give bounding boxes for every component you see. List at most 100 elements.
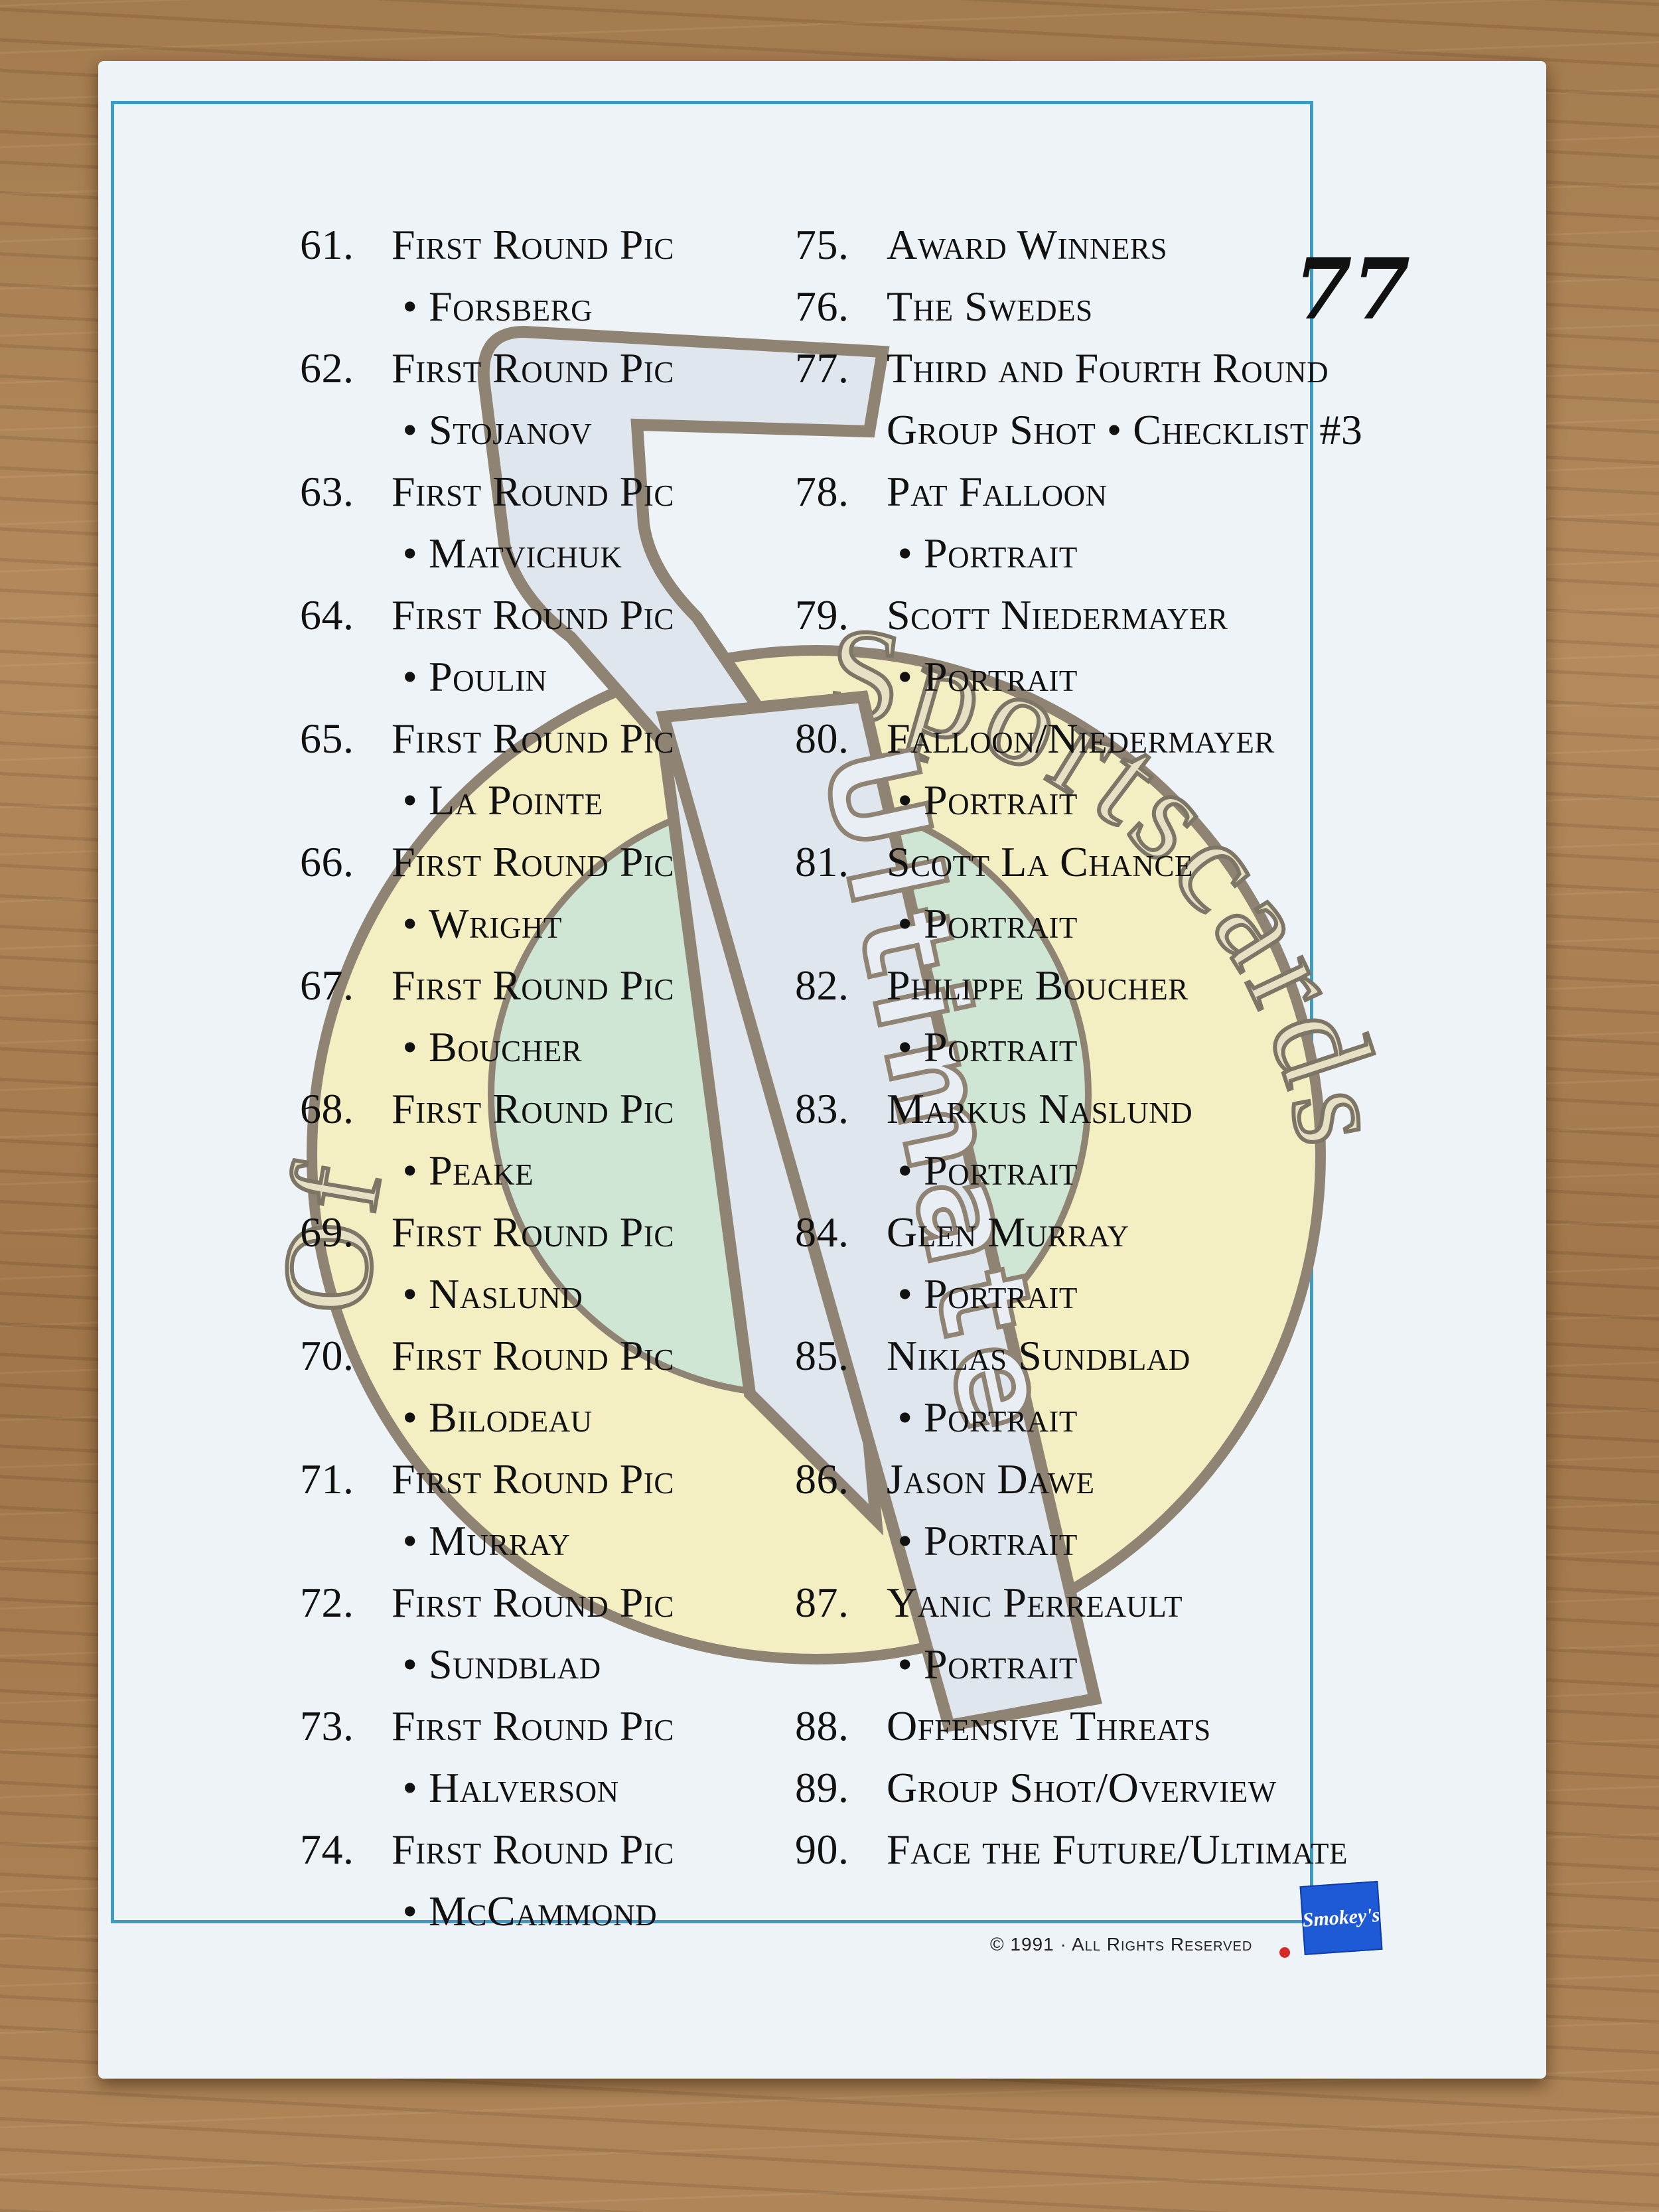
checklist-item-subtitle: •Naslund	[392, 1263, 674, 1325]
checklist-item: 73. First Round Pic•Halverson	[300, 1695, 674, 1818]
checklist-item-sub-text: Portrait	[924, 900, 1078, 947]
checklist-item-body: Award Winners	[887, 214, 1362, 275]
bullet-dot: •	[897, 776, 913, 824]
checklist-item: 69.First Round Pic•Naslund	[300, 1201, 674, 1325]
checklist-item-title: First Round Pic	[392, 1455, 674, 1503]
checklist-item-title: Offensive Threats	[887, 1702, 1211, 1749]
checklist-item-number: 65.	[300, 715, 354, 762]
checklist-item: 87.Yanic Perreault•Portrait	[795, 1572, 1362, 1695]
checklist-item-sub-text: Portrait	[924, 653, 1078, 700]
checklist-item-body: Scott Niedermayer •Portrait	[887, 584, 1362, 707]
card-number: 77	[1294, 240, 1411, 338]
checklist-item: 61. First Round Pic•Forsberg	[300, 214, 674, 337]
checklist-item-sub-text: Portrait	[924, 1394, 1078, 1441]
checklist-item-sub-text: McCammond	[429, 1887, 658, 1935]
checklist-item-number: 64.	[300, 591, 354, 638]
checklist-item-number: 73.	[300, 1702, 354, 1749]
checklist-item-body: First Round Pic •Peake	[392, 1078, 674, 1201]
bullet-dot: •	[402, 283, 418, 330]
checklist-item-title: Award Winners	[887, 221, 1167, 268]
checklist-item-number: 71.	[300, 1455, 354, 1503]
checklist-item-title: The Swedes	[887, 283, 1093, 330]
checklist-item-sub-text: Matvichuk	[429, 530, 622, 577]
checklist-item: 78.Pat Falloon•Portrait	[795, 461, 1362, 584]
checklist-item: 64. First Round Pic •Poulin	[300, 584, 674, 707]
checklist-item-subtitle: •Portrait	[887, 522, 1362, 584]
checklist-item-title: First Round Pic	[392, 962, 674, 1009]
checklist-item-body: Group Shot/Overview	[887, 1757, 1362, 1818]
checklist-item-body: First Round Pic •Stojanov	[392, 337, 674, 461]
bullet-dot: •	[897, 1394, 913, 1441]
checklist-item: 75.Award Winners	[795, 214, 1362, 275]
checklist-item-number: 76.	[795, 283, 849, 330]
checklist-item-subtitle: •Portrait	[887, 1263, 1362, 1325]
checklist-item-title: Yanic Perreault	[887, 1579, 1183, 1626]
checklist-item-subtitle: •Poulin	[392, 646, 674, 707]
checklist-item: 83. Markus Naslund•Portrait	[795, 1078, 1362, 1201]
checklist-item-sub-text: Peake	[429, 1147, 534, 1194]
checklist-item-subtitle: •Portrait	[887, 1633, 1362, 1695]
checklist-item-body: First Round Pic•Forsberg	[392, 214, 674, 337]
checklist-item-body: Pat Falloon•Portrait	[887, 461, 1362, 584]
checklist-item-subtitle: •Portrait	[887, 646, 1362, 707]
checklist-item-sub-text: Portrait	[924, 1023, 1078, 1070]
checklist-item: 63.First Round Pic•Matvichuk	[300, 461, 674, 584]
bullet-dot: •	[402, 900, 418, 947]
checklist-item-sub-text: Portrait	[924, 1270, 1078, 1317]
checklist-item-title: First Round Pic	[392, 1085, 674, 1132]
checklist-item-title: Scott La Chance	[887, 838, 1193, 885]
checklist-item-body: First Round Pic•McCammond	[392, 1818, 674, 1942]
checklist-item: 68. First Round Pic •Peake	[300, 1078, 674, 1201]
checklist-item-subtitle: •McCammond	[392, 1880, 674, 1942]
checklist-item-title: Third and Fourth Round	[887, 344, 1329, 392]
checklist-item-body: Scott La Chance•Portrait	[887, 831, 1362, 954]
checklist-item-body: First Round Pic•Sundblad	[392, 1572, 674, 1695]
checklist-item-subtitle: •Peake	[392, 1140, 674, 1201]
checklist-item-number: 74.	[300, 1826, 354, 1873]
checklist-item-number: 84.	[795, 1209, 849, 1256]
checklist-item-number: 85.	[795, 1332, 849, 1379]
checklist-item-subtitle: •Portrait	[887, 1386, 1362, 1448]
bullet-dot: •	[897, 530, 913, 577]
card-border-frame	[111, 101, 1313, 1923]
checklist-item-number: 68.	[300, 1085, 354, 1132]
checklist-item-sub-text: Portrait	[924, 530, 1078, 577]
checklist-item: 66.First Round Pic•Wright	[300, 831, 674, 954]
checklist-item-number: 61.	[300, 221, 354, 268]
checklist-item-title: Scott Niedermayer	[887, 591, 1228, 638]
checklist-item-body: First Round Pic •Poulin	[392, 584, 674, 707]
checklist-item-number: 83.	[795, 1085, 849, 1132]
copyright-notice: © 1991 · All Rights Reserved	[990, 1934, 1253, 1954]
checklist-item-body: Jason Dawe•Portrait	[887, 1448, 1362, 1572]
checklist-item-number: 66.	[300, 838, 354, 885]
checklist-item-sub-text: Wright	[429, 900, 562, 947]
checklist-item-sub-text: Portrait	[924, 1517, 1078, 1564]
checklist-item-title: First Round Pic	[392, 591, 674, 638]
checklist-item-title: Falloon/Niedermayer	[887, 715, 1275, 762]
checklist-item-body: First Round Pic•La Pointe	[392, 707, 674, 831]
checklist-item-title: First Round Pic	[392, 468, 674, 515]
checklist-item: 89.Group Shot/Overview	[795, 1757, 1362, 1818]
checklist-item-body: First Round Pic•Halverson	[392, 1695, 674, 1818]
checklist-item-title: First Round Pic	[392, 344, 674, 392]
checklist-item-subtitle: •Stojanov	[392, 399, 674, 461]
bullet-dot: •	[897, 1023, 913, 1070]
checklist-item-title: First Round Pic	[392, 1579, 674, 1626]
brand-red-dot	[1279, 1947, 1290, 1958]
checklist-item-sub-text: Boucher	[429, 1023, 583, 1070]
checklist-item-subtitle: •Portrait	[887, 1016, 1362, 1078]
bullet-dot: •	[402, 1641, 418, 1688]
bullet-dot: •	[402, 1023, 418, 1070]
checklist-item: 74. First Round Pic•McCammond	[300, 1818, 674, 1942]
bullet-dot: •	[402, 776, 418, 824]
checklist-item-subtitle: •Portrait	[887, 769, 1362, 831]
checklist-item: 90.Face the Future/Ultimate	[795, 1818, 1362, 1880]
checklist-item: 76. The Swedes	[795, 275, 1362, 337]
checklist-item-body: Markus Naslund•Portrait	[887, 1078, 1362, 1201]
checklist-item-sub-text: Forsberg	[429, 283, 593, 330]
checklist-item: 86.Jason Dawe•Portrait	[795, 1448, 1362, 1572]
smokeys-brand-logo: Smokey's	[1299, 1881, 1383, 1955]
checklist-item-sub-text: Poulin	[429, 653, 547, 700]
